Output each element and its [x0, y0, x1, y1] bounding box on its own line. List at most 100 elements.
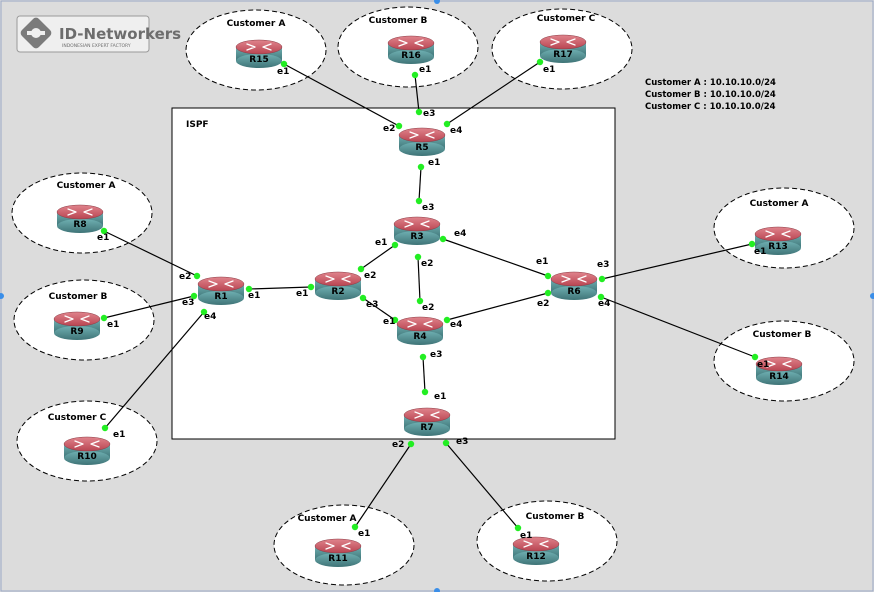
link-r15-r5[interactable]: [283, 63, 400, 127]
port-dot[interactable]: [190, 292, 198, 300]
port-dot[interactable]: [100, 227, 108, 235]
port-dot[interactable]: [307, 283, 315, 291]
interface-label: e3: [597, 260, 609, 270]
port-dot[interactable]: [415, 108, 423, 116]
link-r5-r3[interactable]: [418, 166, 422, 202]
customer-zone-label: Customer A: [750, 199, 809, 209]
router-r6[interactable]: R6: [550, 271, 598, 300]
customer-zone-label: Customer C: [48, 413, 107, 423]
link-r9-r1[interactable]: [103, 295, 195, 319]
port-dot[interactable]: [391, 316, 399, 324]
port-dot[interactable]: [442, 439, 450, 447]
port-dot[interactable]: [443, 316, 451, 324]
port-dot[interactable]: [391, 241, 399, 249]
router-r11[interactable]: R11: [314, 538, 362, 567]
link-r4-r6[interactable]: [446, 292, 549, 321]
interface-label: e1: [277, 67, 289, 77]
interface-label: e1: [419, 65, 431, 75]
legend-item: Customer B : 10.10.10.0/24: [645, 90, 776, 100]
port-dot[interactable]: [417, 163, 425, 171]
customer-zone-label: Customer C: [537, 14, 596, 24]
port-dot[interactable]: [357, 265, 365, 273]
link-r10-r1[interactable]: [104, 311, 205, 429]
router-r15[interactable]: R15: [235, 39, 283, 68]
logo-title: ID-Networkers: [59, 25, 181, 43]
router-icon: [404, 220, 430, 228]
port-dot[interactable]: [411, 71, 419, 79]
router-icon: [414, 411, 440, 419]
port-dot[interactable]: [245, 285, 253, 293]
router-label: R17: [553, 50, 572, 60]
port-dot[interactable]: [359, 294, 367, 302]
interface-label: e4: [450, 320, 462, 330]
port-dot[interactable]: [598, 275, 606, 283]
router-icon: [409, 131, 435, 139]
router-r7[interactable]: R7: [403, 407, 451, 436]
router-label: R6: [567, 287, 580, 297]
link-r7-r11[interactable]: [354, 443, 412, 528]
port-dot[interactable]: [514, 524, 522, 532]
router-r1[interactable]: R1: [197, 276, 245, 305]
interface-label: e3: [422, 203, 434, 213]
port-dot[interactable]: [597, 293, 605, 301]
interface-label: e2: [421, 259, 433, 269]
port-dot[interactable]: [439, 235, 447, 243]
link-r6-r14[interactable]: [600, 296, 756, 358]
port-dot[interactable]: [415, 197, 423, 205]
router-icon: [246, 43, 272, 51]
port-dot[interactable]: [101, 424, 109, 432]
link-r16-r5[interactable]: [414, 74, 420, 113]
link-r3-r6[interactable]: [442, 238, 549, 277]
router-r5[interactable]: R5: [398, 127, 446, 156]
router-r14[interactable]: R14: [755, 356, 803, 385]
router-r9[interactable]: R9: [53, 311, 101, 340]
port-dot[interactable]: [544, 272, 552, 280]
router-icon: [766, 360, 792, 368]
port-dot[interactable]: [536, 58, 544, 66]
link-r3-r4[interactable]: [417, 256, 421, 302]
port-dot[interactable]: [280, 60, 288, 68]
interface-label: e3: [423, 109, 435, 119]
router-r2[interactable]: R2: [314, 271, 362, 300]
router-r12[interactable]: R12: [512, 536, 560, 565]
port-dot[interactable]: [193, 272, 201, 280]
link-r7-r12[interactable]: [445, 442, 519, 529]
link-r2-r1[interactable]: [248, 286, 312, 290]
port-dot[interactable]: [351, 523, 359, 531]
link-r8-r1[interactable]: [103, 230, 198, 277]
port-dot[interactable]: [419, 353, 427, 361]
port-dot[interactable]: [443, 120, 451, 128]
port-dot[interactable]: [421, 388, 429, 396]
interface-label: e1: [296, 289, 308, 299]
router-r16[interactable]: R16: [387, 35, 435, 64]
port-dot[interactable]: [414, 253, 422, 261]
port-dot[interactable]: [416, 297, 424, 305]
customer-zone-label: Customer A: [227, 19, 286, 29]
link-r4-r7[interactable]: [422, 356, 426, 393]
port-dot[interactable]: [200, 308, 208, 316]
port-dot[interactable]: [751, 353, 759, 361]
port-dot[interactable]: [407, 440, 415, 448]
port-dot[interactable]: [544, 289, 552, 297]
customer-zone-label: Customer A: [57, 181, 116, 191]
port-dot[interactable]: [748, 240, 756, 248]
router-r17[interactable]: R17: [539, 34, 587, 63]
router-r10[interactable]: R10: [63, 436, 111, 465]
link-r6-r13[interactable]: [601, 243, 753, 280]
router-label: R10: [77, 452, 96, 462]
interface-label: e1: [520, 531, 532, 541]
interface-label: e2: [422, 303, 434, 313]
link-r2-r4[interactable]: [362, 297, 396, 321]
router-r4[interactable]: R4: [396, 316, 444, 345]
port-dot[interactable]: [395, 122, 403, 130]
router-r13[interactable]: R13: [754, 226, 802, 255]
port-dot[interactable]: [100, 314, 108, 322]
router-r3[interactable]: R3: [393, 216, 441, 245]
router-label: R11: [328, 554, 347, 564]
link-r3-r2[interactable]: [360, 244, 396, 270]
interface-label: e1: [358, 529, 370, 539]
link-r17-r5[interactable]: [446, 61, 541, 125]
router-r8[interactable]: R8: [56, 204, 104, 233]
